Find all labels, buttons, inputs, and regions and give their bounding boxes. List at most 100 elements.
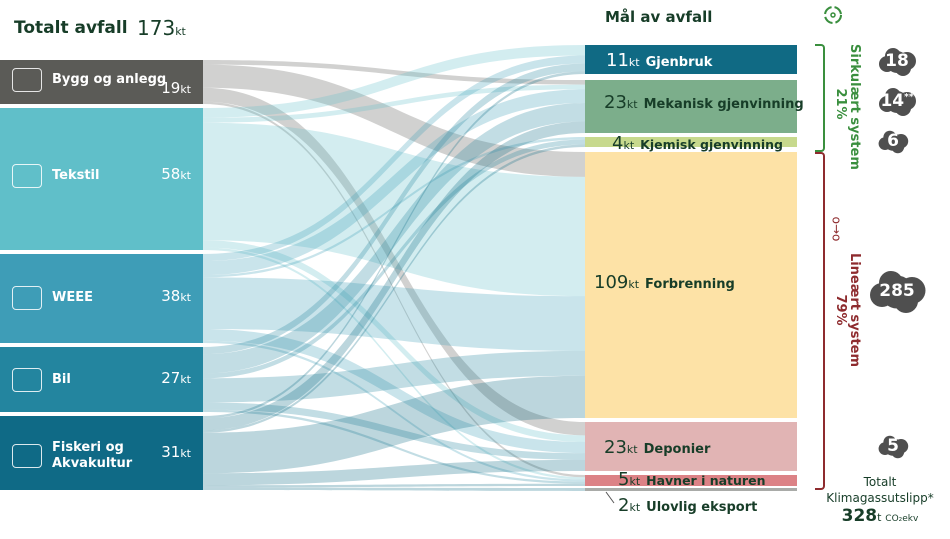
source-value: 58 [161, 165, 181, 183]
flow-link [203, 375, 585, 474]
emission-note: ** [904, 92, 914, 103]
target-label: 23kt Deponier [604, 437, 710, 458]
target-unit: kt [628, 278, 640, 291]
source-unit: kt [180, 291, 191, 304]
total-label: Totalt avfall [14, 18, 128, 38]
target-unit: kt [628, 56, 640, 69]
emissions-unit2: CO₂ekv [885, 514, 919, 524]
total-unit: kt [175, 25, 186, 38]
emission-value: 5 [863, 436, 923, 456]
cloud-puff [879, 271, 903, 295]
target-value: 4kt [612, 133, 635, 154]
target-node [585, 475, 797, 486]
emission-number: 5 [887, 436, 899, 456]
target-node [585, 45, 797, 74]
target-name: Mekanisk gjenvinning [643, 97, 804, 112]
goal-title: Mål av avfall [605, 8, 713, 26]
flow-link [203, 64, 585, 177]
target-name: Kjemisk gjenvinning [640, 137, 783, 152]
flow-link [203, 45, 585, 118]
fish-tank-icon [12, 444, 42, 468]
flow-link [203, 247, 585, 480]
target-node [585, 422, 797, 471]
flow-link [203, 84, 585, 123]
flow-link [203, 63, 585, 355]
source-label: Tekstil [52, 168, 100, 183]
source-value: 31 [161, 443, 181, 461]
laptop-icon [12, 286, 42, 310]
cloud-puff [891, 140, 905, 154]
emission-number: 285 [879, 281, 915, 301]
source-value-group: 38kt [161, 287, 191, 305]
target-value: 23kt [604, 437, 638, 458]
cloud-icon [879, 48, 916, 76]
source-value-group: 19kt [161, 79, 191, 97]
flow-link [203, 103, 585, 374]
source-node [0, 347, 203, 412]
source-unit: kt [180, 447, 191, 460]
source-label: Bil [52, 372, 71, 387]
target-unit: kt [626, 98, 638, 111]
flow-link [203, 122, 585, 297]
emission-value: 285 [867, 281, 927, 301]
target-name: Havner i naturen [646, 473, 766, 488]
flow-link [203, 87, 585, 436]
target-node [585, 80, 797, 133]
cloud-icon [878, 130, 909, 154]
target-unit: kt [626, 443, 638, 456]
source-value: 38 [161, 287, 181, 305]
flow-link [203, 483, 585, 488]
emissions-line2: Klimagassutslipp* [826, 491, 934, 505]
emission-number: 18 [885, 51, 909, 71]
source-label: Fiskeri og Akvakultur [52, 440, 133, 471]
emission-value: 14** [867, 91, 927, 111]
cloud-icon [879, 88, 916, 116]
target-name: Ulovlig eksport [646, 500, 758, 515]
target-label: 2kt Ulovlig eksport [618, 495, 757, 516]
recycle-circle-icon [824, 6, 842, 24]
emission-number: 6 [887, 131, 899, 151]
target-value: 2kt [618, 495, 641, 516]
crane-icon [12, 68, 42, 92]
emission-value: 18 [867, 51, 927, 71]
target-unit: kt [629, 501, 641, 514]
flow-link [203, 121, 585, 431]
cloud-puff [885, 48, 901, 64]
target-value: 23kt [604, 92, 638, 113]
total-value: 173kt [137, 16, 186, 40]
source-node [0, 60, 203, 104]
source-node [0, 254, 203, 343]
car-icon [12, 368, 42, 392]
flow-link [203, 409, 585, 484]
target-label: 23kt Mekanisk gjenvinning [604, 92, 804, 113]
flow-link [203, 350, 585, 403]
linear-bracket [815, 152, 825, 490]
flow-link [203, 144, 585, 433]
target-node [585, 152, 797, 418]
total-emissions: Totalt Klimagassutslipp* 328t CO₂ekv [820, 474, 940, 527]
cloud-puff [885, 88, 901, 104]
flow-link [203, 340, 585, 482]
flow-link [203, 487, 585, 491]
flow-link [203, 328, 585, 454]
flow-link [203, 402, 585, 460]
export-leader-line [605, 491, 615, 504]
cloud-icon [870, 271, 926, 313]
cloud-icon [878, 435, 909, 459]
source-value-group: 58kt [161, 165, 191, 183]
source-value: 19 [161, 79, 181, 97]
flow-link [203, 89, 585, 276]
circular-bracket [815, 44, 825, 152]
flow-link [203, 101, 585, 478]
target-label: 4kt Kjemisk gjenvinning [612, 133, 783, 154]
source-unit: kt [180, 373, 191, 386]
flow-links [203, 45, 585, 491]
target-name: Deponier [643, 442, 711, 457]
target-name: Forbrenning [645, 277, 735, 292]
emissions-unit: t [877, 511, 882, 524]
target-name: Gjenbruk [645, 55, 713, 70]
